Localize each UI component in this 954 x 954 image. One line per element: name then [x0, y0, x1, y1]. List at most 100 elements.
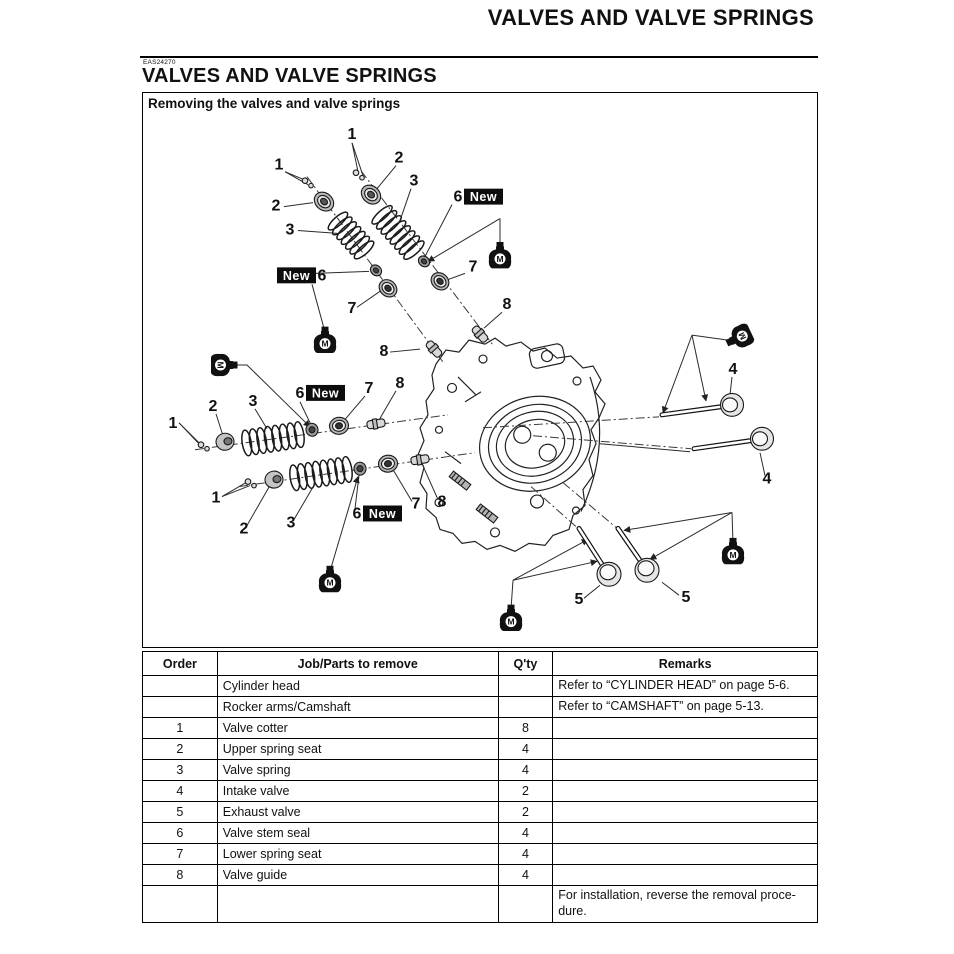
column-header-2: Q'ty [497, 651, 554, 676]
lower-spring-seat-drawing [328, 272, 450, 473]
valve-stem-seal-drawing [305, 255, 431, 476]
cell-qty [497, 885, 554, 923]
cell-qty: 8 [497, 717, 554, 739]
grease-m-label: M [729, 550, 736, 560]
cell-order: 3 [142, 759, 218, 781]
cell-remarks [552, 717, 818, 739]
callout-label-1: 1 [169, 415, 178, 432]
valve-spring-drawing [289, 455, 353, 492]
leader-lines [178, 142, 766, 599]
cell-job: Upper spring seat [216, 738, 499, 760]
callout-label-1: 1 [348, 126, 357, 143]
upper-spring-seat-drawing [215, 184, 382, 489]
callout-label-2: 2 [209, 398, 218, 415]
callout-label-7: 7 [365, 380, 374, 397]
cell-remarks [552, 822, 818, 844]
new-badge [306, 384, 345, 401]
valve-guide-drawing [366, 325, 489, 466]
callout-label-3: 3 [286, 222, 295, 239]
callout-label-1: 1 [275, 157, 284, 174]
molybdenum-grease-icon: M [725, 323, 755, 348]
cell-qty: 4 [497, 738, 554, 760]
valve-spring-drawing [327, 211, 375, 260]
exhaust-valve-drawing [576, 525, 660, 587]
cell-qty: 4 [497, 759, 554, 781]
table-row: For installation, reverse the removal pr… [142, 885, 818, 923]
callout-label-1: 1 [212, 490, 221, 507]
callout-label-4: 4 [729, 361, 738, 378]
callout-label-3: 3 [249, 393, 258, 410]
cell-order: 6 [142, 822, 218, 844]
cell-remarks [552, 843, 818, 865]
cell-job [216, 885, 499, 923]
cell-remarks [552, 864, 818, 886]
cell-qty: 4 [497, 843, 554, 865]
cell-qty [497, 696, 554, 718]
grease-m-label: M [736, 331, 748, 342]
molybdenum-grease-icon: M [318, 565, 342, 593]
callout-label-2: 2 [240, 520, 249, 537]
cell-order: 1 [142, 717, 218, 739]
cell-remarks [552, 759, 818, 781]
column-header-1: Job/Parts to remove [216, 651, 499, 676]
callout-label-5: 5 [682, 589, 691, 606]
cell-job: Valve spring [216, 759, 499, 781]
grease-m-label: M [326, 578, 333, 588]
cell-remarks [552, 801, 818, 823]
cell-qty [497, 675, 554, 697]
callout-label-6: 6 [353, 505, 362, 522]
cell-remarks [552, 738, 818, 760]
callout-label-7: 7 [469, 258, 478, 275]
new-badge [277, 267, 316, 284]
cylinder-head-drawing [417, 337, 606, 553]
callout-label-3: 3 [410, 173, 419, 190]
molybdenum-grease-icon: M [313, 326, 337, 354]
cell-order [142, 885, 218, 923]
cell-order: 4 [142, 780, 218, 802]
grease-m-label: M [321, 339, 328, 349]
callout-label-6: 6 [454, 189, 463, 206]
grease-leader-lines [236, 218, 734, 610]
cell-remarks: Refer to “CAMSHAFT” on page 5-13. [552, 696, 818, 718]
grease-m-label: M [496, 254, 503, 264]
cell-job: Rocker arms/Camshaft [216, 696, 499, 718]
valve-cotter-drawing [197, 169, 365, 489]
new-badge-label: New [470, 190, 497, 204]
callout-label-8: 8 [503, 296, 512, 313]
cell-qty: 2 [497, 801, 554, 823]
column-header-0: Order [142, 651, 218, 676]
molybdenum-grease-icon: M [211, 353, 238, 377]
callout-label-8: 8 [396, 375, 405, 392]
new-badge-label: New [283, 269, 310, 283]
callout-label-4: 4 [763, 471, 772, 488]
molybdenum-grease-icon: M [499, 604, 523, 632]
callout-label-7: 7 [412, 496, 421, 513]
cell-order: 8 [142, 864, 218, 886]
callout-label-6: 6 [296, 385, 305, 402]
figure-title: Removing the valves and valve springs [148, 96, 401, 111]
cell-job: Valve guide [216, 864, 499, 886]
table-row: Rocker arms/Camshaft Refer to “CAMSHAFT” … [142, 696, 818, 718]
section-code: EAS24270 [143, 59, 176, 66]
cell-job: Exhaust valve [216, 801, 499, 823]
callout-label-8: 8 [380, 343, 389, 360]
molybdenum-grease-icon: M [721, 537, 745, 565]
cell-order [142, 696, 218, 718]
column-header-3: Remarks [552, 651, 818, 676]
callout-label-5: 5 [575, 591, 584, 608]
cell-order: 2 [142, 738, 218, 760]
cell-job: Lower spring seat [216, 843, 499, 865]
callout-label-6: 6 [318, 267, 327, 284]
cell-order: 7 [142, 843, 218, 865]
callout-label-2: 2 [272, 198, 281, 215]
